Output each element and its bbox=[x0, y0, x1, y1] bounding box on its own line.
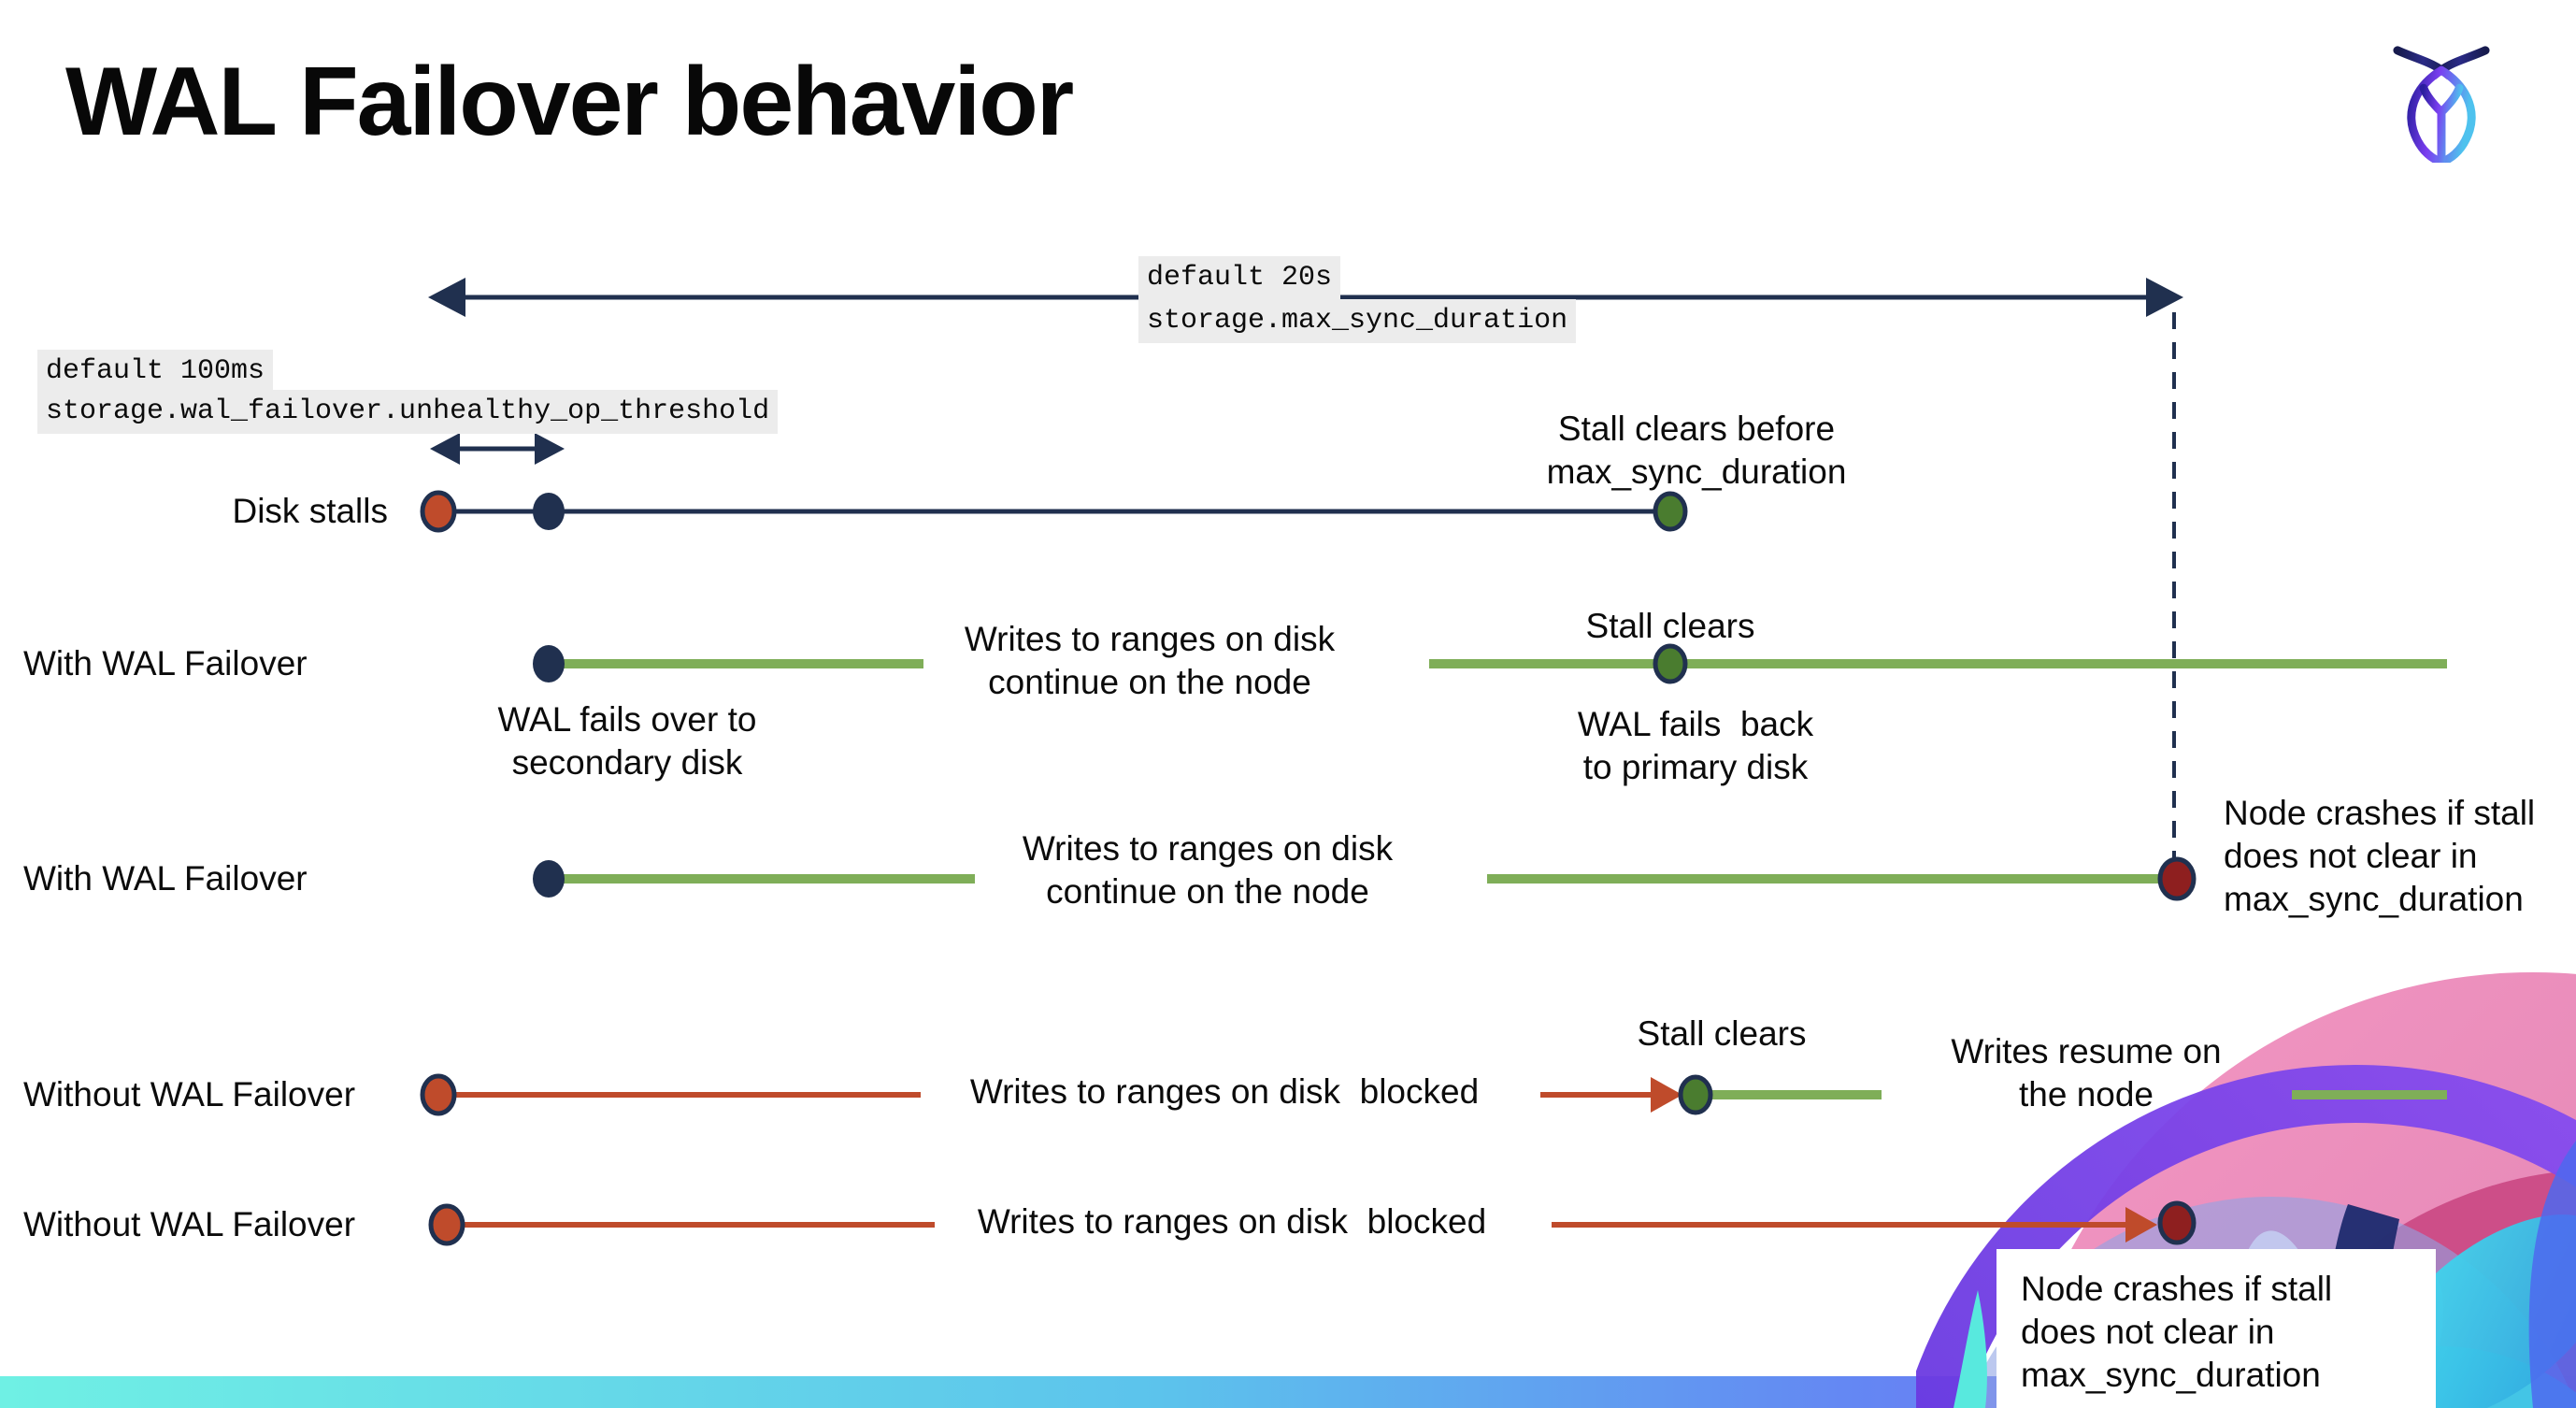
stall-clears-dot bbox=[1653, 491, 1688, 532]
timeline-row-wal-failover-crash bbox=[533, 856, 2197, 901]
cockroachdb-logo-icon bbox=[2393, 46, 2490, 163]
stall-start-dot bbox=[428, 1203, 465, 1246]
arrowhead-right-icon bbox=[535, 433, 565, 465]
row-label-with-wal-failover-1: With WAL Failover bbox=[23, 644, 308, 682]
stall-start-dot bbox=[420, 490, 457, 533]
timeline-row-wal-failover-clears bbox=[533, 643, 2447, 684]
arrowhead-left-icon bbox=[428, 278, 465, 317]
red-arrowhead-icon bbox=[1651, 1077, 1682, 1113]
unhealthy-op-threshold-arrow bbox=[430, 433, 565, 465]
writes-blocked-label-row5: Writes to ranges on disk blocked bbox=[977, 1202, 1487, 1241]
timeline-row-disk-stalls bbox=[420, 490, 1688, 533]
node-crash-dot bbox=[2157, 1200, 2197, 1245]
art-right-blue bbox=[2528, 1141, 2576, 1408]
row-label-without-wal-failover-1: Without WAL Failover bbox=[23, 1075, 356, 1113]
threshold-setting-label: storage.wal_failover.unhealthy_op_thresh… bbox=[37, 390, 779, 434]
threshold-dot bbox=[533, 493, 565, 530]
timeline-row-no-failover-clears bbox=[420, 1073, 2447, 1116]
stall-clears-dot bbox=[1678, 1074, 1713, 1115]
stall-clears-label-row4: Stall clears bbox=[1637, 1014, 1807, 1053]
failover-dot bbox=[533, 645, 565, 682]
stall-start-dot bbox=[420, 1073, 457, 1116]
arrowhead-left-icon bbox=[430, 433, 460, 465]
red-arrowhead-icon bbox=[2125, 1207, 2157, 1243]
max-sync-setting-label: storage.max_sync_duration bbox=[1138, 299, 1577, 343]
stall-clears-label-row2: Stall clears bbox=[1585, 607, 1755, 645]
row-label-without-wal-failover-2: Without WAL Failover bbox=[23, 1205, 356, 1243]
node-crash-dot bbox=[2157, 856, 2197, 901]
row-label-disk-stalls: Disk stalls bbox=[232, 492, 388, 530]
page-title: WAL Failover behavior bbox=[65, 48, 1074, 156]
threshold-default-label: default 100ms bbox=[37, 350, 274, 394]
timeline-row-no-failover-crash bbox=[428, 1200, 2197, 1246]
writes-blocked-label-row4: Writes to ranges on disk blocked bbox=[969, 1072, 1480, 1111]
arrowhead-right-icon bbox=[2146, 278, 2183, 317]
stall-clears-dot bbox=[1653, 643, 1688, 684]
row-label-with-wal-failover-2: With WAL Failover bbox=[23, 859, 308, 898]
failover-dot bbox=[533, 860, 565, 898]
art-aqua-spike bbox=[1953, 1290, 1987, 1408]
max-sync-default-label: default 20s bbox=[1138, 256, 1341, 300]
